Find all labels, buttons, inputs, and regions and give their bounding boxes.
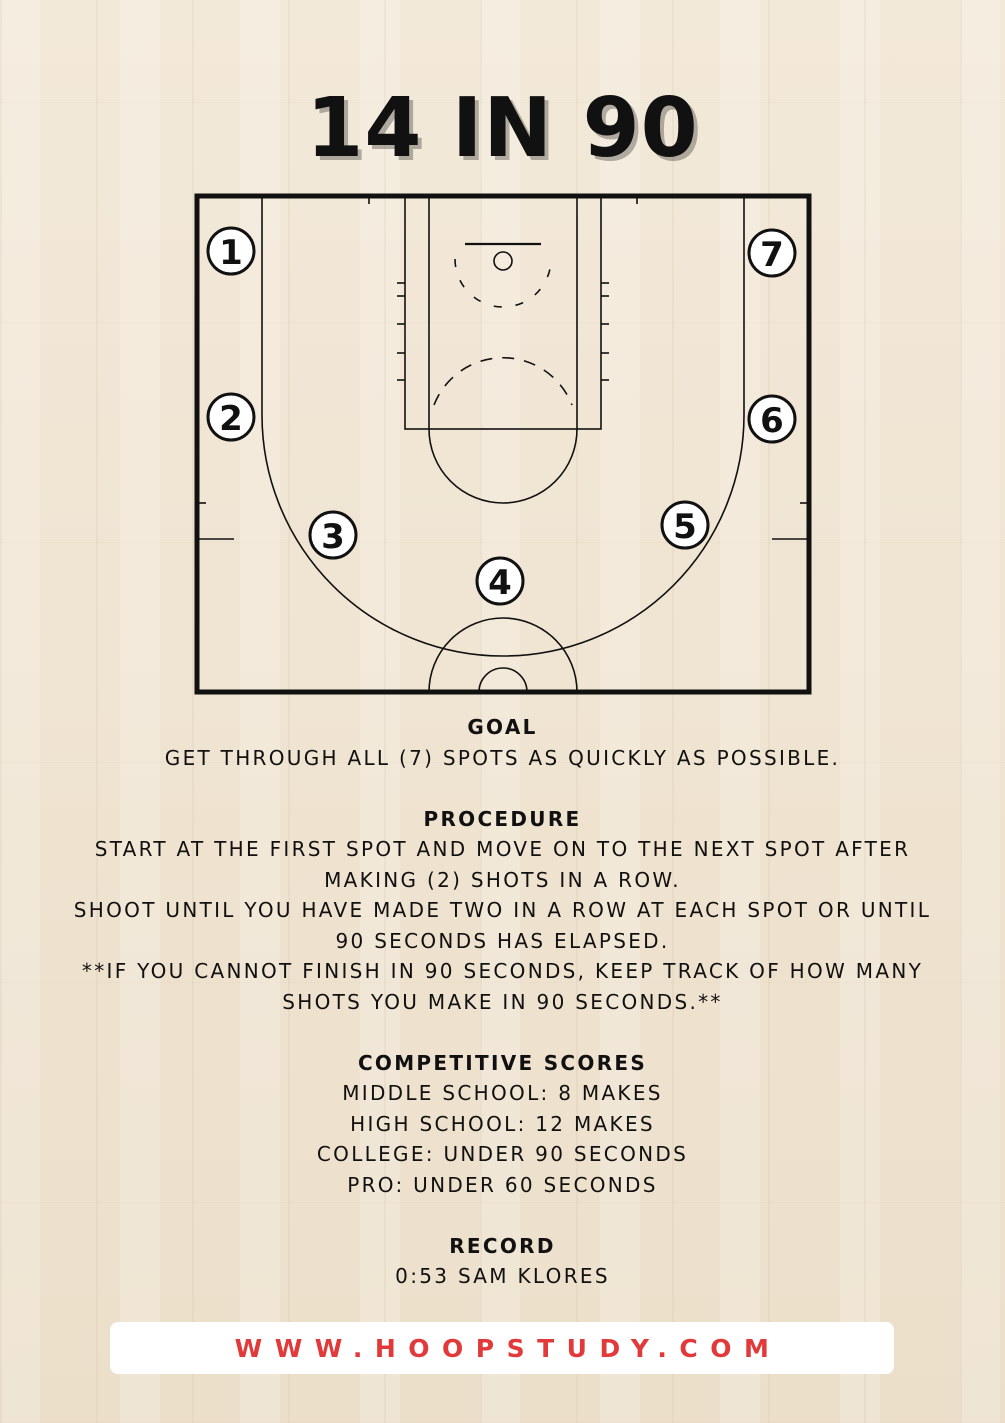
restricted-area [454, 258, 552, 308]
center-circle-outer [428, 617, 578, 693]
score-line: COLLEGE: UNDER 90 SECONDS [316, 1142, 689, 1166]
spot-label: 2 [219, 399, 243, 439]
instructions: GOAL GET THROUGH ALL (7) SPOTS AS QUICKL… [0, 712, 1005, 1292]
spot-label: 3 [321, 517, 345, 557]
procedure-line: SHOTS YOU MAKE IN 90 SECONDS.** [282, 989, 723, 1014]
spot-marker-3: 3 [308, 510, 358, 560]
rim [493, 251, 513, 271]
spot-marker-7: 7 [747, 228, 797, 278]
page-title: 14 IN 90 [306, 81, 699, 176]
spot-marker-2: 2 [206, 392, 256, 442]
procedure-section: PROCEDURE START AT THE FIRST SPOT AND MO… [0, 804, 1005, 1018]
score-line: HIGH SCHOOL: 12 MAKES [350, 1111, 655, 1136]
spot-label: 5 [673, 507, 697, 547]
spot-label: 6 [760, 401, 784, 441]
website-banner: WWW.HOOPSTUDY.COM [110, 1322, 894, 1374]
spot-marker-1: 1 [206, 226, 256, 276]
score-line: MIDDLE SCHOOL: 8 MAKES [342, 1081, 663, 1105]
record-line: 0:53 SAM KLORES [395, 1264, 610, 1288]
spot-marker-5: 5 [660, 500, 710, 550]
record-heading: RECORD [449, 1233, 556, 1258]
half-court-svg: 1 2 3 4 5 6 7 [194, 193, 812, 695]
lane-hash-marks [397, 282, 609, 381]
procedure-line: MAKING (2) SHOTS IN A ROW. [324, 867, 681, 892]
spot-label: 4 [488, 563, 512, 603]
procedure-heading: PROCEDURE [423, 806, 582, 831]
competitive-scores-section: COMPETITIVE SCORES MIDDLE SCHOOL: 8 MAKE… [0, 1048, 1005, 1201]
spot-marker-4: 4 [475, 556, 525, 606]
spot-marker-6: 6 [747, 394, 797, 444]
website-link[interactable]: WWW.HOOPSTUDY.COM [234, 1333, 782, 1363]
competitive-scores-heading: COMPETITIVE SCORES [357, 1050, 648, 1075]
goal-heading: GOAL [467, 715, 538, 739]
procedure-line: START AT THE FIRST SPOT AND MOVE ON TO T… [94, 837, 911, 861]
lane-outer [404, 195, 602, 430]
record-section: RECORD 0:53 SAM KLORES [0, 1231, 1005, 1292]
spot-label: 1 [219, 233, 243, 273]
court-diagram: 1 2 3 4 5 6 7 [194, 193, 812, 697]
score-line: PRO: UNDER 60 SECONDS [347, 1172, 658, 1197]
spot-label: 7 [760, 235, 784, 275]
goal-line: GET THROUGH ALL (7) SPOTS AS QUICKLY AS … [164, 745, 841, 770]
free-throw-circle-upper [433, 357, 573, 406]
center-circle-inner [478, 667, 528, 693]
three-point-arc [261, 414, 745, 657]
procedure-line: 90 SECONDS HAS ELAPSED. [335, 928, 670, 953]
goal-section: GOAL GET THROUGH ALL (7) SPOTS AS QUICKL… [0, 712, 1005, 773]
procedure-line: SHOOT UNTIL YOU HAVE MADE TWO IN A ROW A… [73, 898, 932, 922]
free-throw-circle-lower [428, 428, 578, 504]
procedure-line: **IF YOU CANNOT FINISH IN 90 SECONDS, KE… [81, 959, 924, 983]
